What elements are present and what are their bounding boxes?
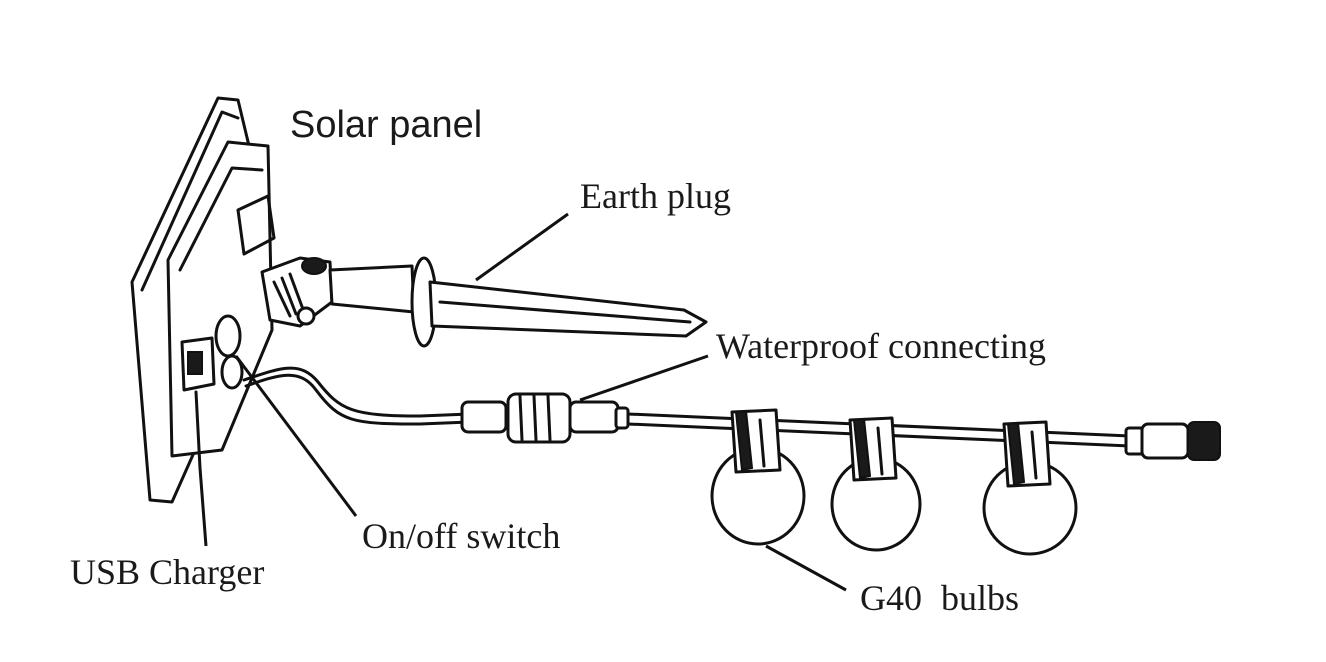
solar-panel — [130, 96, 276, 504]
g40-bulbs-label: G40 bulbs — [860, 578, 1020, 618]
cable — [242, 366, 472, 418]
g40-bulb-1 — [710, 408, 806, 546]
waterproof-connecting-label: Waterproof connecting — [716, 326, 1046, 366]
g40-bulb-2 — [830, 416, 922, 552]
leader-waterproof — [579, 354, 709, 402]
leader-earth-plug — [475, 212, 569, 282]
leader-lines — [198, 212, 847, 592]
g40-bulb-3 — [982, 420, 1078, 556]
end-cap — [1124, 421, 1221, 461]
solar-panel-label: Solar panel — [290, 104, 483, 146]
usb-charger-label: USB Charger — [70, 552, 265, 592]
waterproof-connector — [460, 392, 630, 444]
on-off-switch-label: On/off switch — [362, 516, 561, 556]
on-off-switch — [214, 314, 244, 390]
leader-usb — [198, 467, 208, 547]
usb-charger — [180, 336, 216, 470]
leader-switch — [234, 355, 358, 517]
leader-bulbs — [765, 544, 847, 592]
earth-plug-label: Earth plug — [580, 176, 731, 216]
earth-plug — [260, 256, 708, 348]
